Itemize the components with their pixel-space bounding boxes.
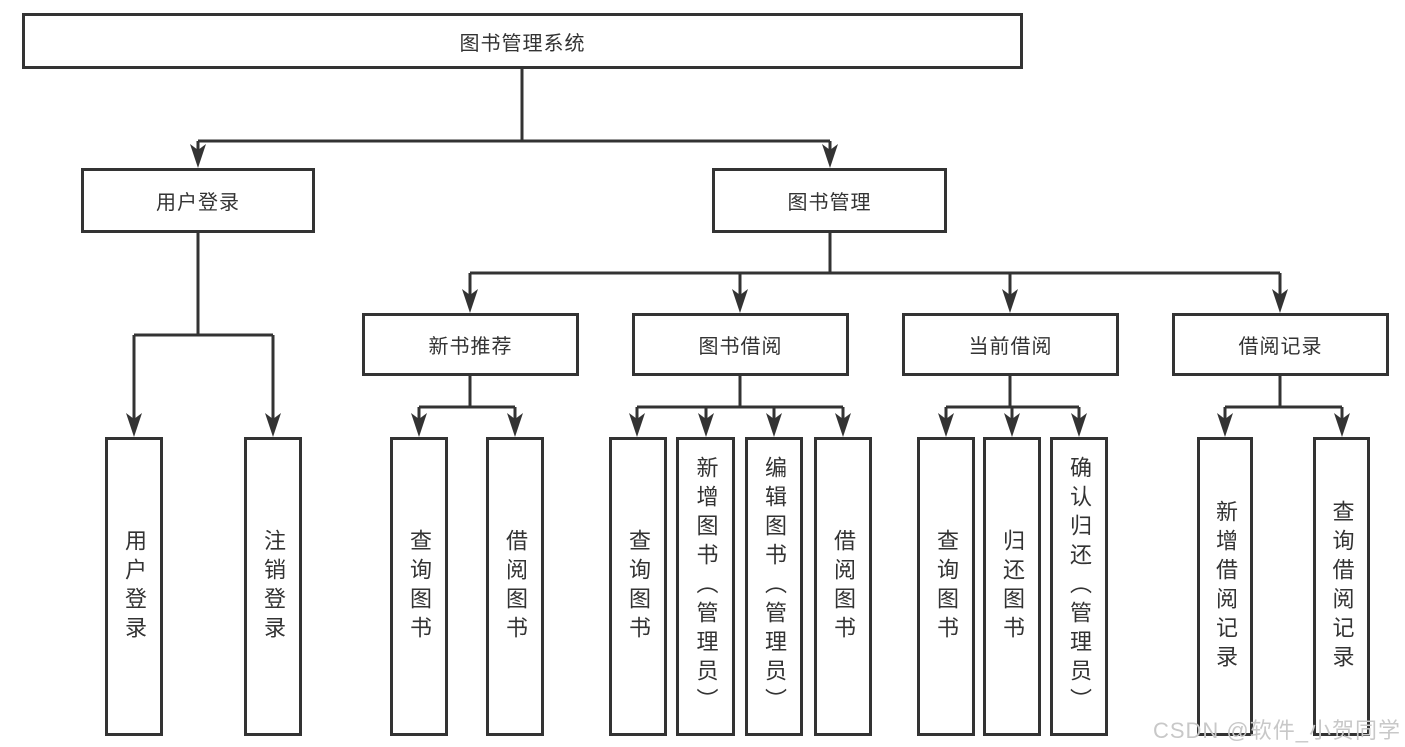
leaf-confirm-return-admin: 确认归还（管理员） [1050,437,1108,736]
leaf-query-books-borrow: 查询图书 [609,437,667,736]
leaf-edit-books-admin: 编辑图书（管理员） [745,437,803,736]
csdn-watermark: CSDN @软件_小贺同学 [1152,718,1401,743]
node-book-borrowing: 图书借阅 [632,313,849,376]
leaf-add-borrow-record-label: 新增借阅记录 [1213,499,1238,674]
node-library-management-system: 图书管理系统 [22,13,1023,69]
leaf-borrow-books-label: 借阅图书 [831,528,856,645]
leaf-query-books-current-label: 查询图书 [934,528,959,645]
node-new-book-recommendation: 新书推荐 [362,313,579,376]
node-current-borrowing: 当前借阅 [902,313,1119,376]
leaf-query-books-borrow-label: 查询图书 [626,528,651,645]
leaf-add-books-admin-label: 新增图书（管理员） [693,456,719,717]
leaf-logout: 注销登录 [244,437,302,736]
node-user-login: 用户登录 [81,168,315,233]
arrowheads [126,144,1350,437]
leaf-query-borrow-record: 查询借阅记录 [1313,437,1370,736]
leaf-confirm-return-admin-label: 确认归还（管理员） [1067,456,1092,717]
leaf-user-login: 用户登录 [105,437,163,736]
node-borrowing-records: 借阅记录 [1172,313,1389,376]
leaf-borrow-books: 借阅图书 [814,437,872,736]
leaf-query-books-recommend: 查询图书 [390,437,448,736]
leaf-logout-label: 注销登录 [261,528,286,645]
leaf-borrow-books-recommend-label: 借阅图书 [503,528,528,645]
leaf-user-login-label: 用户登录 [122,528,147,645]
leaf-query-books-recommend-label: 查询图书 [407,528,432,645]
leaf-add-borrow-record: 新增借阅记录 [1197,437,1253,736]
leaf-borrow-books-recommend: 借阅图书 [486,437,544,736]
leaf-add-books-admin: 新增图书（管理员） [676,437,735,736]
leaf-edit-books-admin-label: 编辑图书（管理员） [762,456,787,717]
node-book-management: 图书管理 [712,168,947,233]
leaf-return-books: 归还图书 [983,437,1041,736]
leaf-query-borrow-record-label: 查询借阅记录 [1329,499,1355,674]
leaf-query-books-current: 查询图书 [917,437,975,736]
leaf-return-books-label: 归还图书 [1000,528,1025,645]
